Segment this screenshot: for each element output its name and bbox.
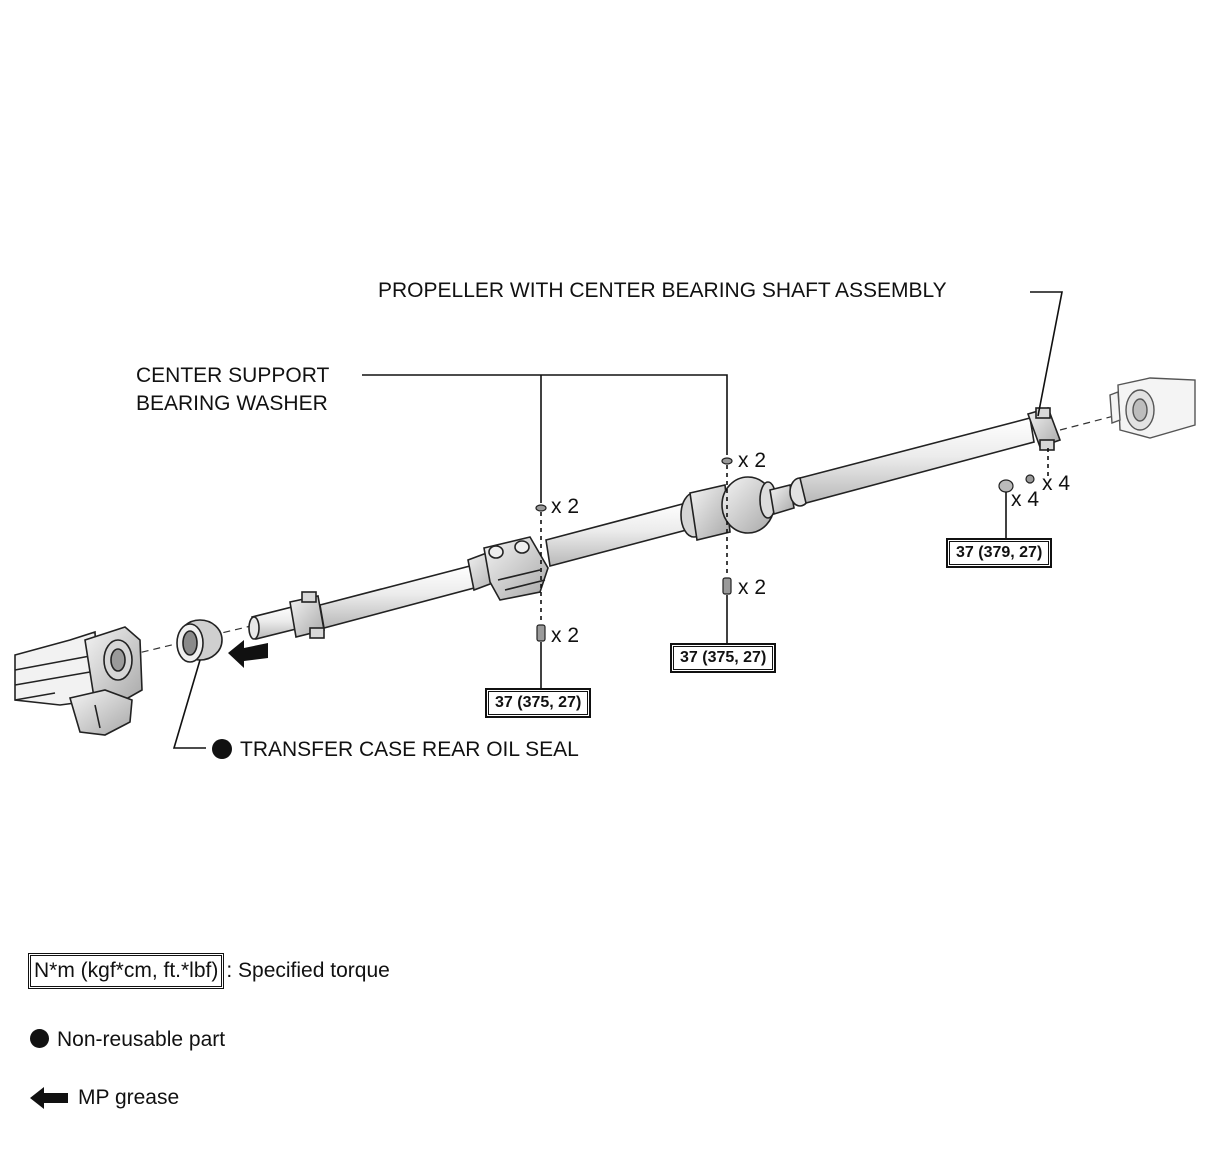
center-support-label-line1: CENTER SUPPORT xyxy=(136,364,330,387)
non-reusable-icon xyxy=(212,739,232,759)
torque-value: 37 (379, 27) xyxy=(949,541,1050,565)
filled-circle-icon xyxy=(30,1029,49,1048)
legend-nonreusable: Non-reusable part xyxy=(30,1025,225,1055)
legend-torque-text: : Specified torque xyxy=(226,959,390,982)
bolt-left-qty: x 2 xyxy=(551,624,580,647)
nut-rear-qty: x 4 xyxy=(1011,488,1040,511)
center-support-label-line2: BEARING WASHER xyxy=(136,392,328,415)
washer-left-icon xyxy=(535,504,547,512)
torque-box-rear-flange: 37 (379, 27) xyxy=(946,538,1053,568)
washer-rear-icon xyxy=(1025,474,1035,484)
washer-left-qty: x 2 xyxy=(551,495,580,518)
bolt-mid-icon xyxy=(722,577,732,595)
legend-grease-text: MP grease xyxy=(78,1086,180,1109)
legend-grease: MP grease xyxy=(30,1083,179,1113)
washer-right-icon xyxy=(721,457,733,465)
washer-right-qty: x 2 xyxy=(738,449,767,472)
legend-nonreusable-text: Non-reusable part xyxy=(57,1028,226,1051)
fasteners xyxy=(535,457,1035,642)
oil-seal-label: TRANSFER CASE REAR OIL SEAL xyxy=(240,738,579,761)
leader-lines xyxy=(172,291,1063,749)
rear-differential xyxy=(1109,377,1196,439)
grease-arrow-icon xyxy=(228,640,268,668)
legend-torque: N*m (kgf*cm, ft.*lbf): Specified torque xyxy=(27,953,390,989)
washer-rear-qty: x 4 xyxy=(1042,472,1071,495)
transfer-case xyxy=(14,626,143,736)
left-arrow-icon xyxy=(30,1087,68,1110)
torque-value: 37 (375, 27) xyxy=(488,691,589,715)
torque-box-center-mid: 37 (375, 27) xyxy=(670,643,777,673)
torque-value: 37 (375, 27) xyxy=(673,646,774,670)
propeller-assembly-label: PROPELLER WITH CENTER BEARING SHAFT ASSE… xyxy=(378,279,947,302)
bolt-mid-qty: x 2 xyxy=(738,576,767,599)
oil-seal-part xyxy=(176,619,223,663)
bolt-left-icon xyxy=(536,624,546,642)
torque-box-center-left: 37 (375, 27) xyxy=(485,688,592,718)
legend-torque-box: N*m (kgf*cm, ft.*lbf) xyxy=(27,953,225,989)
propeller-shaft xyxy=(248,407,1062,640)
